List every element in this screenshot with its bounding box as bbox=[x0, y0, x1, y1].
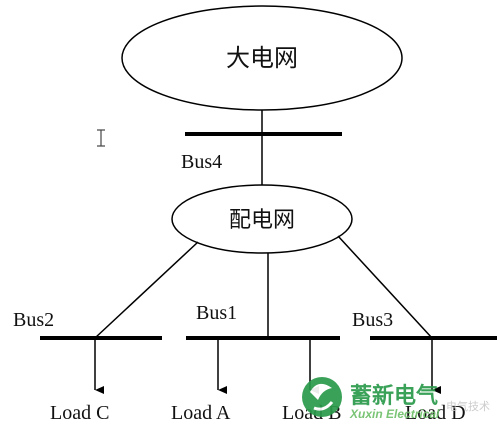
watermark: 蓄新电气 Xuxin Electrical 电气技术 bbox=[302, 377, 490, 421]
bus4-label: Bus4 bbox=[181, 151, 222, 173]
bus3-label: Bus3 bbox=[352, 309, 393, 331]
watermark-small-text: 电气技术 bbox=[446, 399, 490, 413]
text-cursor-icon bbox=[97, 129, 105, 147]
brand-name-en: Xuxin Electrical bbox=[349, 407, 440, 421]
distribution-grid-node bbox=[171, 184, 353, 254]
load-d-label: Load D bbox=[405, 402, 466, 424]
distribution-grid-label: 配电网 bbox=[229, 208, 295, 233]
bus1-label: Bus1 bbox=[196, 302, 237, 324]
feeder-bus2 bbox=[94, 241, 199, 339]
load-a-label: Load A bbox=[171, 402, 231, 424]
load-c-label: Load C bbox=[50, 402, 109, 424]
feeder-bus3 bbox=[337, 235, 433, 339]
brand-name-cn: 蓄新电气 bbox=[350, 383, 438, 409]
main-grid-label: 大电网 bbox=[226, 44, 298, 72]
brand-logo-icon bbox=[302, 377, 342, 417]
bus2-label: Bus2 bbox=[13, 309, 54, 331]
